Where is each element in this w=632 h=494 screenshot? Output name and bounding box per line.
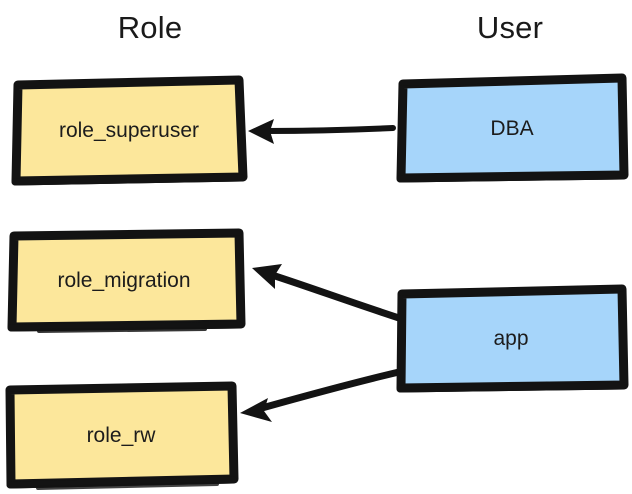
node-app[interactable]: app [393,282,629,395]
node-role-superuser[interactable]: role_superuser [10,74,248,188]
edge-app-to-role-rw [240,368,403,422]
edge-dba-to-role-superuser [248,119,396,144]
column-header-role: Role [117,10,183,45]
node-role-migration[interactable]: role_migration [5,226,249,336]
column-header-user: User [476,10,544,45]
node-shape [11,75,248,186]
node-shape [396,284,629,393]
edge-app-to-role-migration [252,264,403,322]
node-dba[interactable]: DBA [394,72,630,185]
node-shape [5,381,239,490]
node-shape [7,228,246,333]
node-role-rw[interactable]: role_rw [2,380,240,492]
node-shape [396,73,629,183]
